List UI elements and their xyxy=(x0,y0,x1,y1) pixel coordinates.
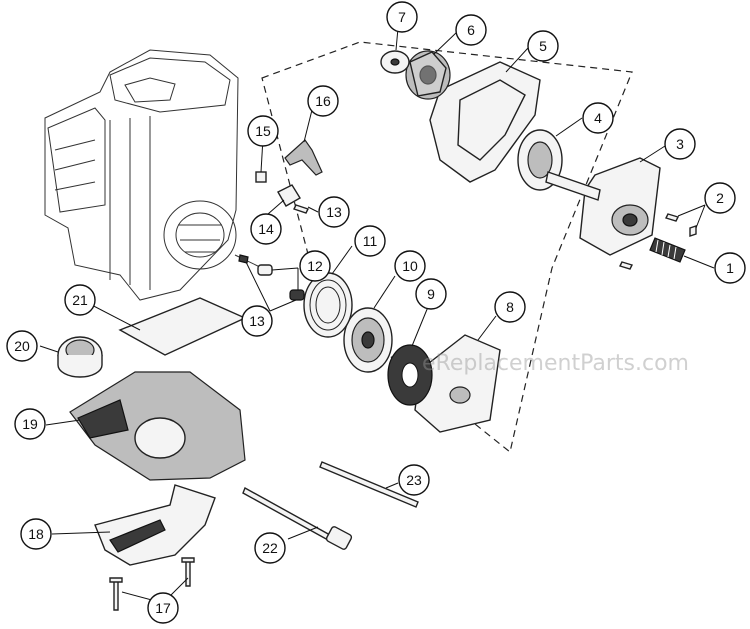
callout-label: 15 xyxy=(255,123,271,139)
callout-label: 23 xyxy=(406,472,422,488)
callout-label: 10 xyxy=(402,258,418,274)
part-11-recoil-spring xyxy=(303,272,353,338)
callout-label: 21 xyxy=(72,292,88,308)
callout-4: 4 xyxy=(582,102,614,134)
part-6-clutch xyxy=(405,50,451,100)
callout-label: 17 xyxy=(155,600,171,616)
callout-6: 6 xyxy=(455,14,487,46)
callout-9: 9 xyxy=(415,278,447,310)
callout-label: 13 xyxy=(326,204,342,220)
part-8-starter-cover xyxy=(414,334,501,433)
part-1-spring xyxy=(649,237,686,263)
callout-10: 10 xyxy=(394,250,426,282)
callout-label: 19 xyxy=(22,416,38,432)
callout-16: 16 xyxy=(307,85,339,117)
callout-label: 14 xyxy=(258,221,274,237)
engine-assembly xyxy=(44,49,263,301)
callout-12: 12 xyxy=(299,250,331,282)
callout-8: 8 xyxy=(494,291,526,323)
callout-label: 11 xyxy=(363,233,378,249)
part-10-reel xyxy=(343,307,393,373)
callout-7: 7 xyxy=(386,1,418,33)
part-16-guide xyxy=(284,139,323,176)
part-20-fuel-cap xyxy=(57,336,103,378)
part-4-clutch-drum xyxy=(517,129,601,201)
part-9-pulley xyxy=(387,344,433,406)
callout-label: 4 xyxy=(594,110,602,126)
callout-label: 20 xyxy=(14,338,30,354)
callout-label: 22 xyxy=(262,540,278,556)
callout-label: 12 xyxy=(307,258,323,274)
watermark-text: eReplacementParts.com xyxy=(422,351,689,376)
callout-1: 1 xyxy=(714,252,746,284)
part-7-washer xyxy=(380,50,410,74)
callout-label: 13 xyxy=(249,313,265,329)
callout-label: 8 xyxy=(506,299,514,315)
callout-19: 19 xyxy=(14,408,46,440)
callout-label: 6 xyxy=(467,22,475,38)
callout-13-upper: 13 xyxy=(318,196,350,228)
callout-label: 16 xyxy=(315,93,331,109)
callout-label: 5 xyxy=(539,38,547,54)
callout-label: 1 xyxy=(726,260,734,276)
callout-11: 11 xyxy=(354,225,386,257)
part-18-guard xyxy=(94,484,216,566)
callout-5: 5 xyxy=(527,30,559,62)
callout-21: 21 xyxy=(64,284,96,316)
part-2-screws xyxy=(619,213,697,270)
callout-14: 14 xyxy=(250,213,282,245)
callout-13-lower: 13 xyxy=(241,305,273,337)
callout-label: 3 xyxy=(676,136,684,152)
callout-label: 9 xyxy=(427,286,435,302)
callout-label: 18 xyxy=(28,526,44,542)
part-15-small-part xyxy=(255,171,267,183)
part-3-housing xyxy=(579,157,661,256)
part-12-pins xyxy=(257,264,305,301)
callout-label: 7 xyxy=(398,9,406,25)
part-13-bolts xyxy=(238,204,309,264)
part-23-line xyxy=(319,461,419,508)
callout-15: 15 xyxy=(247,115,279,147)
callout-20: 20 xyxy=(6,330,38,362)
part-21-gasket xyxy=(118,297,247,356)
callout-22: 22 xyxy=(254,532,286,564)
callout-label: 2 xyxy=(716,190,724,206)
callout-23: 23 xyxy=(398,464,430,496)
part-19-fuel-tank xyxy=(69,371,246,481)
part-5-shroud xyxy=(429,61,541,183)
callout-18: 18 xyxy=(20,518,52,550)
callout-17: 17 xyxy=(147,592,179,624)
leader-lines xyxy=(39,27,715,604)
callout-2: 2 xyxy=(704,182,736,214)
part-22-rod xyxy=(242,487,353,550)
callout-3: 3 xyxy=(664,128,696,160)
